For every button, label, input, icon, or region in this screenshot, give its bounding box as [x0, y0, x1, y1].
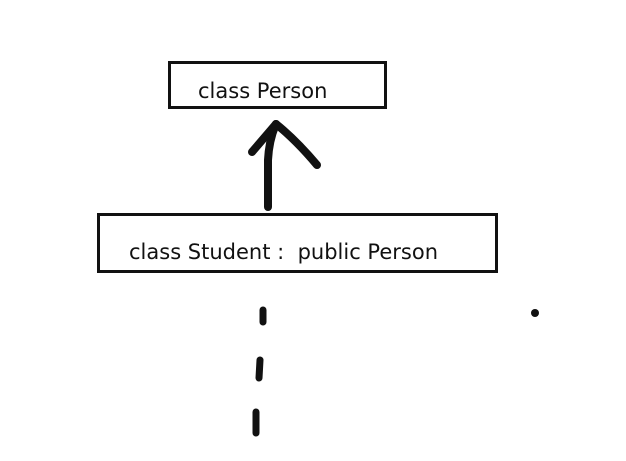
arrow-shaft	[264, 120, 280, 211]
arrow-head-left	[248, 120, 280, 156]
inheritance-arrow	[248, 120, 321, 211]
dashed-line	[252, 306, 267, 437]
dash-2	[255, 356, 264, 382]
class-label-student: class Student : public Person	[129, 240, 439, 264]
class-label-person: class Person	[198, 79, 328, 103]
class-box-person: class Person	[168, 61, 387, 109]
class-box-student: class Student : public Person	[97, 213, 498, 273]
arrow-head-right	[272, 120, 321, 169]
stray-dot	[531, 309, 539, 317]
